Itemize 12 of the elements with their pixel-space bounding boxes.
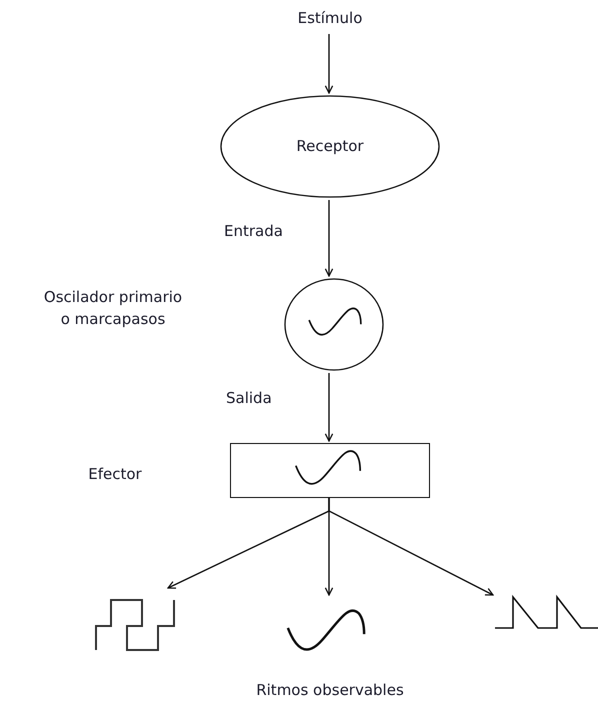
receptor-ellipse	[220, 95, 440, 198]
node-label: Receptor	[295, 136, 365, 157]
oscillator-circle	[284, 278, 384, 371]
stimulus-label: Estímulo	[296, 8, 364, 30]
effector-box	[230, 443, 430, 498]
caption-label: Efector	[87, 464, 143, 485]
arrow	[324, 373, 334, 442]
arrow	[328, 498, 494, 596]
arrow	[324, 200, 334, 277]
caption-label: Oscilador primario o marcapasos	[42, 287, 184, 330]
arrow	[324, 34, 334, 94]
caption-label: Ritmos observables	[255, 680, 405, 701]
